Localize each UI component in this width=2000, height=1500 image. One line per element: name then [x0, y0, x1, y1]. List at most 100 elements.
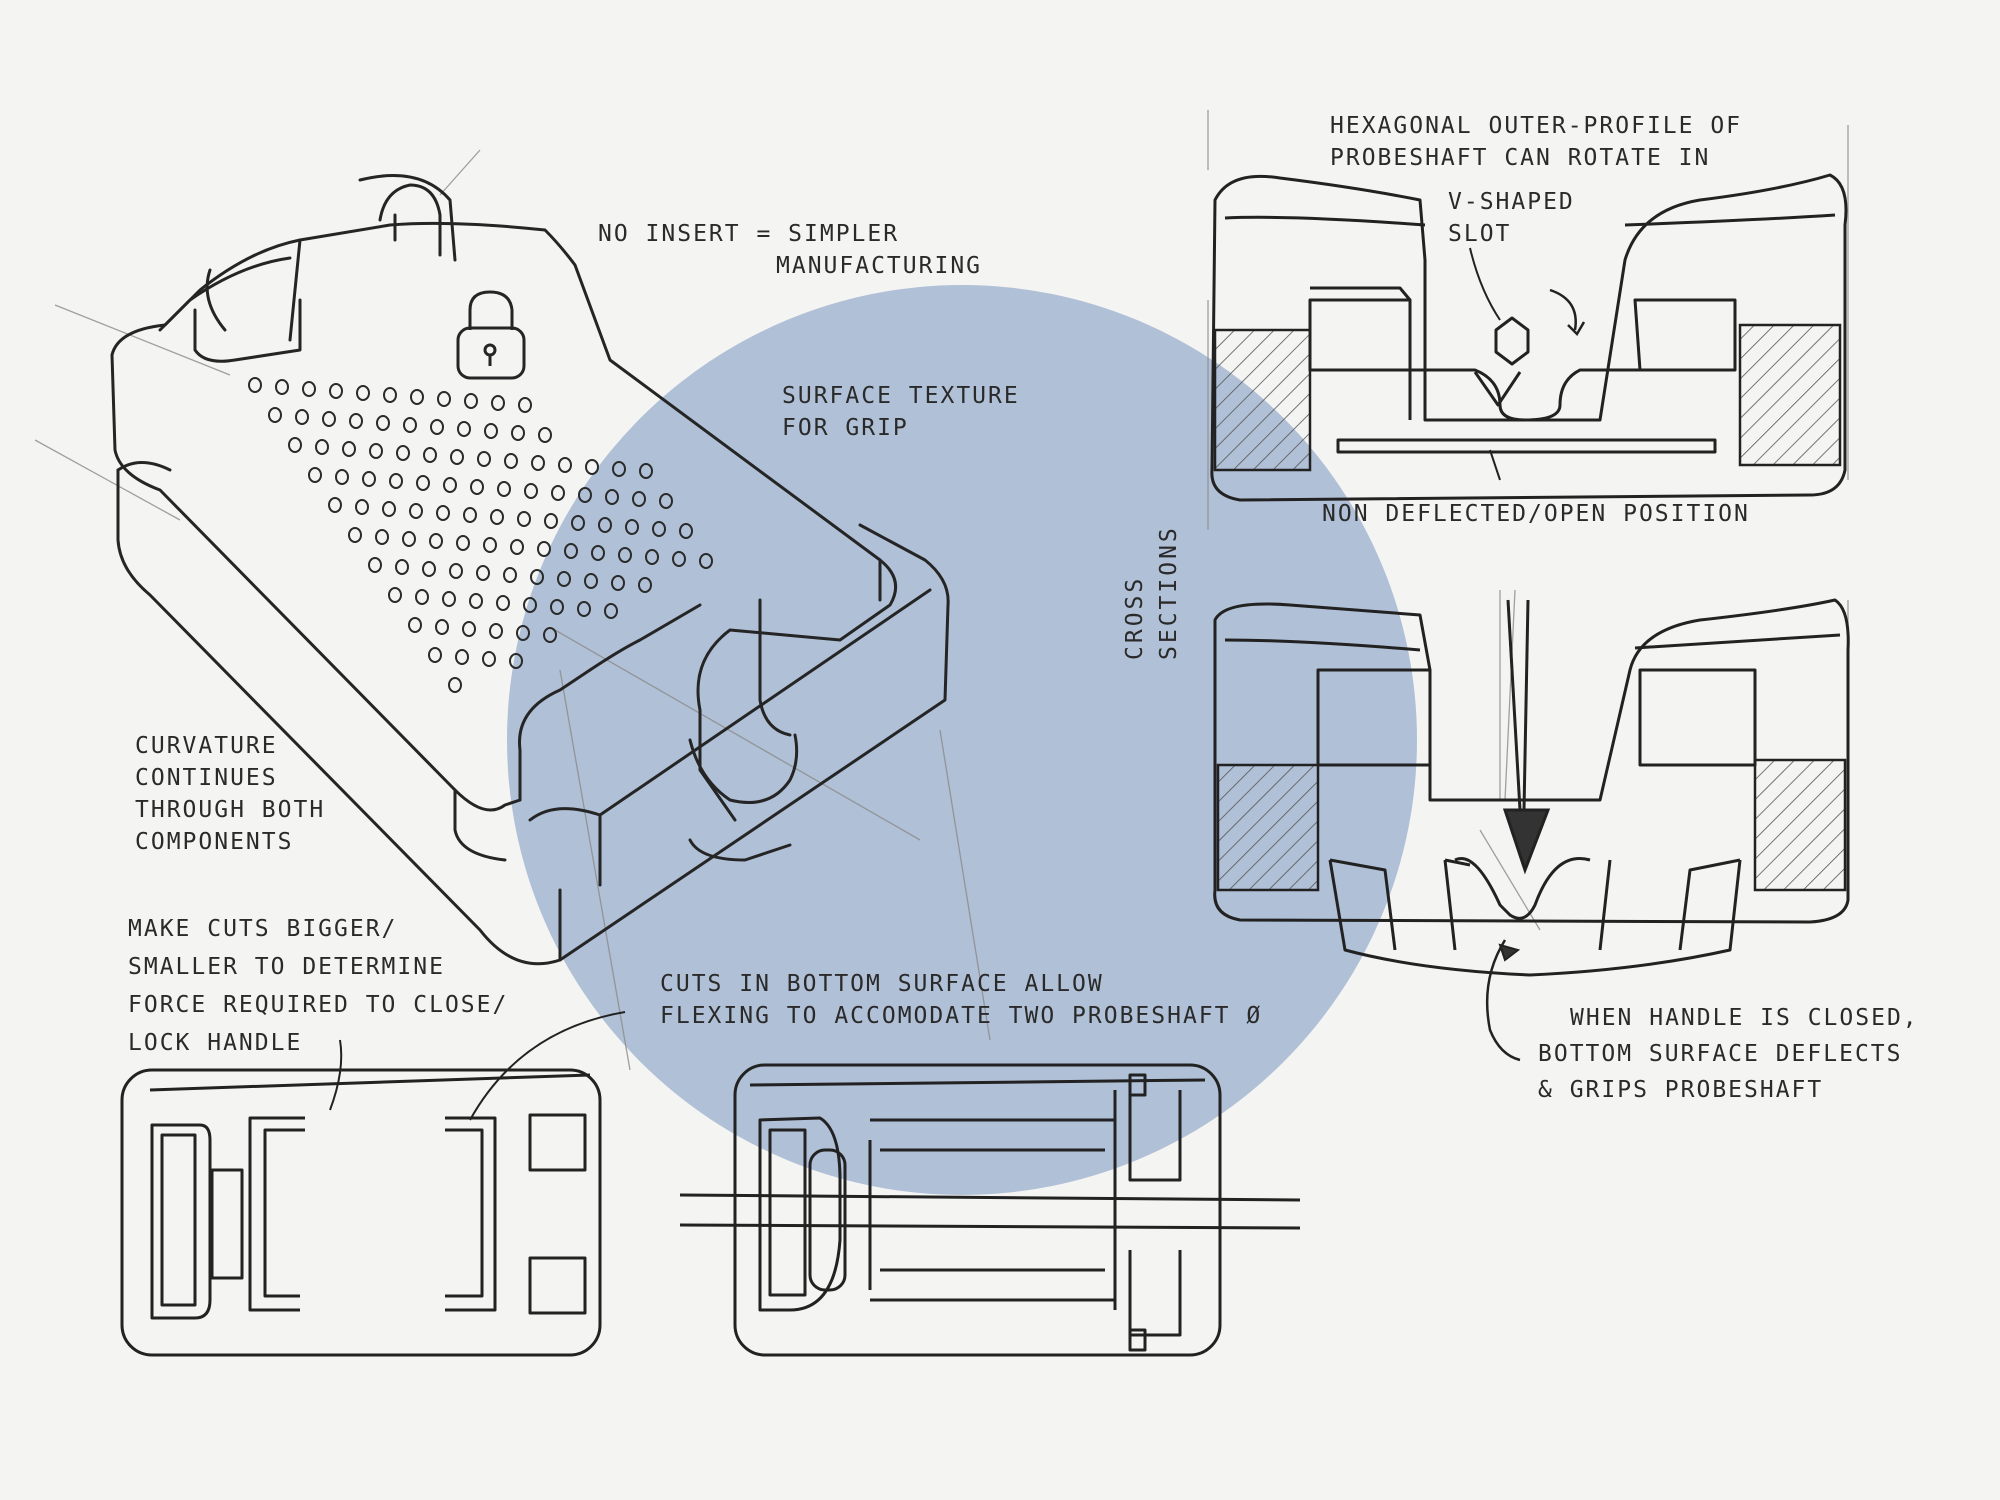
- grip-dot: [577, 601, 591, 617]
- grip-dot: [376, 415, 390, 431]
- grip-dot: [544, 513, 558, 529]
- grip-dot: [469, 593, 483, 609]
- hatch-right-top: [1738, 323, 1842, 467]
- grip-dot: [511, 425, 525, 441]
- leader-vslot: [1469, 247, 1501, 321]
- grip-dot: [618, 547, 632, 563]
- grip-dot: [477, 451, 491, 467]
- grip-dot: [564, 543, 578, 559]
- note-no-insert: No insert = simpler manufacturing: [598, 221, 983, 279]
- grip-dot: [632, 491, 646, 507]
- grip-dot: [443, 477, 457, 493]
- grip-dot: [455, 649, 469, 665]
- grip-dot: [699, 553, 713, 569]
- grip-dot: [679, 523, 693, 539]
- grip-dot: [328, 497, 342, 513]
- grip-dot: [476, 565, 490, 581]
- grip-dot: [584, 573, 598, 589]
- note-v-slot: V-shaped slot: [1448, 189, 1575, 247]
- grip-dot: [315, 439, 329, 455]
- grip-dot: [524, 483, 538, 499]
- grip-dot: [598, 517, 612, 533]
- grip-dot: [578, 487, 592, 503]
- grip-dot: [442, 591, 456, 607]
- grip-dot: [355, 499, 369, 515]
- grip-dot: [388, 587, 402, 603]
- note-surface-texture: Surface texture for grip: [782, 383, 1020, 441]
- grip-dot: [456, 535, 470, 551]
- grip-dot: [408, 617, 422, 633]
- grip-dot: [375, 529, 389, 545]
- grip-dot: [612, 461, 626, 477]
- grip-dot: [448, 677, 462, 693]
- grip-dot: [672, 551, 686, 567]
- grip-dot: [638, 577, 652, 593]
- grip-dot: [489, 623, 503, 639]
- grip-dot: [362, 471, 376, 487]
- note-non-deflected: Non deflected/open position: [1322, 501, 1750, 527]
- note-make-cuts: Make cuts bigger/ smaller to determine f…: [128, 916, 509, 1056]
- grip-dot: [302, 381, 316, 397]
- grip-dot: [402, 531, 416, 547]
- grip-dot: [509, 653, 523, 669]
- grip-dot: [356, 385, 370, 401]
- grip-dot: [503, 567, 517, 583]
- grip-dot: [482, 651, 496, 667]
- grip-dot: [543, 627, 557, 643]
- note-hexagonal: Hexagonal outer-profile of probeshaft ca…: [1330, 113, 1743, 171]
- grip-dot: [557, 571, 571, 587]
- grip-dot: [611, 575, 625, 591]
- grip-dot: [504, 453, 518, 469]
- grip-dot: [416, 475, 430, 491]
- grip-dot: [496, 595, 510, 611]
- grip-dot: [409, 503, 423, 519]
- grip-dot: [591, 545, 605, 561]
- hatch-right-bottom: [1753, 758, 1847, 892]
- grip-dot: [248, 377, 262, 393]
- grip-dot: [450, 449, 464, 465]
- grip-dot: [295, 409, 309, 425]
- grip-dot: [395, 559, 409, 575]
- grip-dot: [645, 549, 659, 565]
- grip-dot: [517, 511, 531, 527]
- grip-dot: [531, 455, 545, 471]
- grip-dot: [435, 619, 449, 635]
- grip-dot: [483, 537, 497, 553]
- grip-dot: [410, 389, 424, 405]
- isometric-clamp-sketch: [110, 174, 950, 966]
- grip-dot: [335, 469, 349, 485]
- grip-dot: [464, 393, 478, 409]
- cross-section-closed: [1213, 598, 1850, 977]
- grip-dot: [491, 395, 505, 411]
- grip-dot: [368, 557, 382, 573]
- padlock-icon: [456, 290, 526, 380]
- note-when-closed: When handle is closed, bottom surface de…: [1538, 1005, 1919, 1103]
- note-curvature: Curvature continues through both compone…: [135, 733, 326, 855]
- grip-dot: [428, 647, 442, 663]
- grip-dot: [308, 467, 322, 483]
- grip-dot: [652, 521, 666, 537]
- grip-dot: [396, 445, 410, 461]
- grip-dot: [538, 427, 552, 443]
- grip-dot: [275, 379, 289, 395]
- grip-dot: [403, 417, 417, 433]
- plan-view-right: [679, 1063, 1301, 1357]
- grip-dot: [518, 397, 532, 413]
- leader-make-cuts: [329, 1039, 343, 1111]
- plan-view-left: [120, 1068, 602, 1357]
- grip-dot: [604, 603, 618, 619]
- grip-dot: [550, 599, 564, 615]
- grip-dot: [322, 411, 336, 427]
- grip-dot: [571, 515, 585, 531]
- grip-dot: [490, 509, 504, 525]
- grip-dot: [436, 505, 450, 521]
- grip-dot: [639, 463, 653, 479]
- grip-dot: [429, 533, 443, 549]
- grip-dot: [463, 507, 477, 523]
- grip-dot: [510, 539, 524, 555]
- rotate-arrow: [1549, 288, 1577, 331]
- grip-dot: [625, 519, 639, 535]
- grip-texture-dots: [248, 377, 713, 693]
- grip-dot: [437, 391, 451, 407]
